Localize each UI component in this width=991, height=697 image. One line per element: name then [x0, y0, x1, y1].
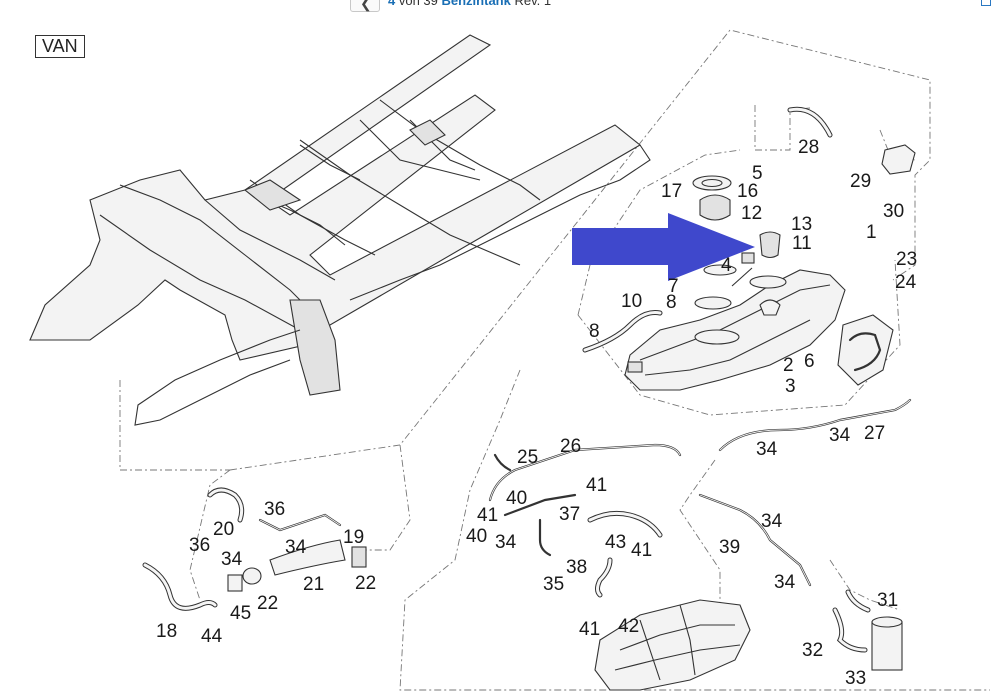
fuel-tank: [582, 175, 846, 391]
callout-labels: 1 2 3 4 5 6 7 8 8 10 11 12 13 16 17 18 1…: [156, 137, 917, 689]
callout-36a: 36: [264, 499, 285, 520]
group-outlines: [119, 29, 990, 691]
callout-43: 43: [605, 532, 626, 553]
callout-29: 29: [850, 171, 871, 192]
highlight-arrow-icon: [572, 213, 755, 281]
callout-10: 10: [621, 291, 642, 312]
page-indicator: 4 von 39 Benzintank Rev. 1: [388, 0, 551, 8]
callout-42: 42: [618, 616, 639, 637]
callout-3: 3: [785, 376, 796, 397]
callout-22b: 22: [355, 573, 376, 594]
callout-28: 28: [798, 137, 819, 158]
callout-4: 4: [721, 255, 732, 276]
callout-34a: 34: [829, 425, 851, 446]
callout-39: 39: [719, 537, 740, 558]
callout-45: 45: [230, 603, 251, 624]
callout-34c: 34: [761, 511, 783, 532]
chevron-left-icon: ❮: [360, 0, 372, 11]
fuel-lines: [488, 106, 916, 671]
callout-41c: 41: [631, 540, 652, 561]
callout-5: 5: [752, 163, 763, 184]
callout-34g: 34: [221, 549, 243, 570]
callout-36b: 36: [189, 535, 210, 556]
revision-text: Rev. 1: [510, 0, 552, 8]
callout-41d: 41: [579, 619, 600, 640]
callout-25: 25: [517, 447, 538, 468]
callout-2: 2: [783, 355, 794, 376]
callout-37: 37: [559, 504, 580, 525]
callout-1: 1: [866, 222, 877, 243]
callout-40a: 40: [506, 488, 527, 509]
callout-13: 13: [791, 214, 812, 235]
back-button[interactable]: ❮: [350, 0, 380, 12]
callout-8b: 8: [666, 292, 677, 313]
callout-44: 44: [201, 626, 223, 647]
callout-26: 26: [560, 436, 581, 457]
callout-41b: 41: [477, 505, 498, 526]
callout-20: 20: [213, 519, 234, 540]
callout-27: 27: [864, 423, 885, 444]
callout-41a: 41: [586, 475, 607, 496]
page-of-text: von 39: [395, 0, 442, 8]
callout-32: 32: [802, 640, 823, 661]
callout-23: 23: [896, 249, 917, 270]
page-current: 4: [388, 0, 396, 8]
callout-8a: 8: [589, 321, 600, 342]
section-link[interactable]: Benzintank: [441, 0, 511, 8]
callout-35: 35: [543, 574, 564, 595]
chassis-frame: [29, 34, 651, 426]
callout-34d: 34: [774, 572, 796, 593]
callout-17: 17: [661, 181, 682, 202]
callout-22a: 22: [257, 593, 278, 614]
callout-16: 16: [737, 181, 758, 202]
callout-12: 12: [741, 203, 762, 224]
callout-38: 38: [566, 557, 587, 578]
callout-33: 33: [845, 668, 866, 689]
callout-34b: 34: [756, 439, 778, 460]
callout-19: 19: [343, 527, 364, 548]
callout-21: 21: [303, 574, 324, 595]
callout-34f: 34: [285, 537, 307, 558]
callout-18: 18: [156, 621, 177, 642]
callout-34e: 34: [495, 532, 517, 553]
callout-31: 31: [877, 590, 898, 611]
callout-30: 30: [883, 201, 904, 222]
variant-label: VAN: [35, 35, 85, 58]
callout-6: 6: [804, 351, 815, 372]
callout-40b: 40: [466, 526, 487, 547]
filler-neck: [142, 487, 367, 611]
callout-24: 24: [895, 272, 917, 293]
callout-11: 11: [792, 233, 812, 254]
toolbar: ❮ 4 von 39 Benzintank Rev. 1: [0, 0, 991, 14]
callout-7: 7: [668, 276, 679, 297]
intake-manifold: [594, 599, 751, 691]
